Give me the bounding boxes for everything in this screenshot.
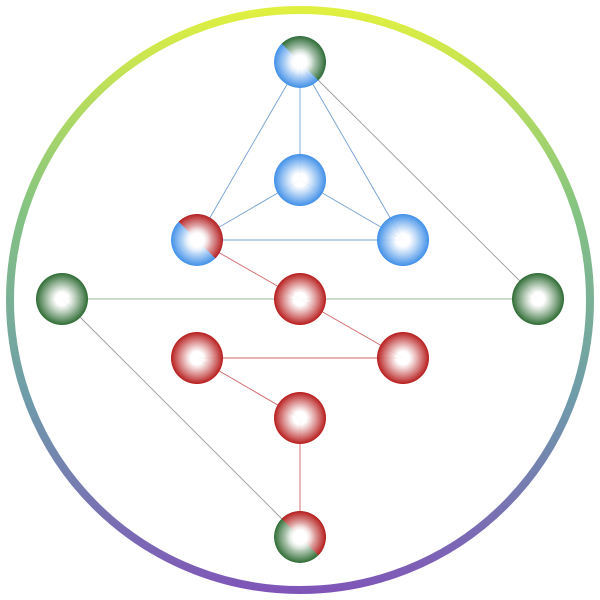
edge-apex-far-right — [299, 61, 539, 300]
node-apex[interactable] — [274, 36, 326, 88]
node-bottom[interactable] — [274, 511, 326, 563]
edge-apex-mid-left — [196, 61, 301, 241]
edge-far-left-bottom — [61, 298, 301, 538]
node-far-right[interactable] — [512, 273, 564, 325]
node-layer — [36, 36, 564, 563]
node-mid-right[interactable] — [377, 214, 429, 266]
edge-apex-mid-right — [299, 61, 404, 241]
outer-ring — [6, 6, 594, 594]
node-center[interactable] — [274, 273, 326, 325]
node-lower-left[interactable] — [171, 332, 223, 384]
node-mid-left[interactable] — [171, 214, 223, 266]
node-center-top[interactable] — [274, 154, 326, 206]
node-lower-center[interactable] — [274, 392, 326, 444]
node-far-left[interactable] — [36, 273, 88, 325]
node-lower-right[interactable] — [377, 332, 429, 384]
